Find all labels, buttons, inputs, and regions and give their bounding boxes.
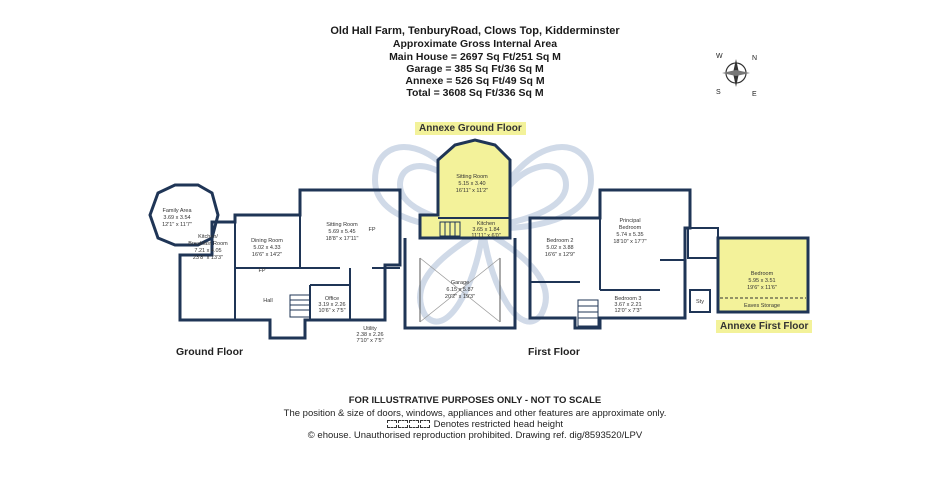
dining-dims: 5.02 x 4.33	[253, 245, 280, 251]
sitting-dims: 5.69 x 5.45	[328, 229, 355, 235]
position-note: The position & size of doors, windows, a…	[283, 408, 667, 419]
office-imperial: 10'6" x 7'5"	[318, 308, 345, 314]
garage-imperial: 20'2" x 19'3"	[445, 294, 475, 300]
compass-n: N	[752, 55, 757, 62]
family-area-dims: 3.69 x 3.54	[163, 215, 190, 221]
annexe-sitting-imperial: 16'11" x 11'2"	[456, 188, 488, 194]
kitchen-name: Kitchen/	[198, 234, 218, 240]
annexe-first-label: Annexe First Floor	[716, 320, 813, 333]
sitting-name: Sitting Room	[326, 222, 358, 228]
bedroom3-dims: 3.67 x 2.21	[614, 302, 641, 308]
bedroom3-name: Bedroom 3	[615, 296, 642, 302]
copyright: © ehouse. Unauthorised reproduction proh…	[307, 430, 643, 441]
annexe-kitchen-name: Kitchen	[477, 221, 495, 227]
first-stairs	[577, 299, 599, 327]
ground-stairs	[289, 294, 311, 318]
dashed-legend-icon	[386, 419, 431, 430]
kitchen-name2: Breakfast Room	[188, 241, 228, 247]
plan-title: Old Hall Farm, TenburyRoad, Clows Top, K…	[330, 25, 620, 37]
bedroom2-name: Bedroom 2	[547, 238, 574, 244]
area-main-house: Main House = 2697 Sq Ft/251 Sq M	[389, 51, 561, 63]
annexe-first-outline	[716, 236, 810, 314]
family-area-octagon	[148, 183, 220, 247]
fp-dining: FP	[258, 268, 265, 274]
garage-dims: 6.15 x 5.87	[446, 287, 473, 293]
bedroom2-imperial: 16'6" x 12'9"	[545, 252, 575, 258]
annexe-sitting-name: Sitting Room	[456, 174, 488, 180]
garage-name: Garage	[451, 280, 469, 286]
head-height-text: Denotes restricted head height	[433, 419, 564, 430]
utility-name: Utility	[363, 326, 377, 332]
kitchen-imperial: 23'8" x 13'3"	[193, 255, 223, 261]
sitting-imperial: 18'8" x 17'11"	[326, 236, 359, 242]
bedroom2-dims: 5.02 x 3.88	[546, 245, 573, 251]
sty-label: Sty	[696, 299, 704, 305]
annexe-bedroom-imperial: 19'6" x 11'6"	[747, 285, 777, 291]
utility-dims: 2.38 x 2.26	[356, 332, 383, 338]
compass-s: S	[716, 89, 721, 96]
principal-name2: Bedroom	[619, 225, 642, 231]
kitchen-dims: 7.21 x 4.05	[194, 248, 221, 254]
dining-imperial: 16'6" x 14'2"	[252, 252, 282, 258]
compass-e: E	[752, 91, 757, 98]
annexe-kitchen-imperial: 11'11" x 6'0"	[471, 233, 500, 239]
fp-sitting: FP	[368, 227, 375, 233]
principal-name: Principal	[619, 218, 640, 224]
annexe-ground-outline	[418, 138, 512, 240]
head-height-note: Denotes restricted head height	[0, 419, 950, 430]
office-name: Office	[325, 296, 339, 302]
area-annexe: Annexe = 526 Sq Ft/49 Sq M	[405, 75, 545, 87]
annexe-kitchen-dims: 3.65 x 1.84	[472, 227, 499, 233]
family-area-imperial: 12'1" x 11'7"	[162, 222, 192, 228]
annexe-ground-label: Annexe Ground Floor	[415, 122, 526, 135]
utility-imperial: 7'10" x 7'5"	[356, 338, 383, 344]
annexe-bedroom-name: Bedroom	[751, 271, 774, 277]
area-total: Total = 3608 Sq Ft/336 Sq M	[406, 87, 544, 99]
eaves-storage-label: Eaves Storage	[744, 303, 780, 309]
compass-w: W	[716, 53, 723, 60]
bedroom3-imperial: 12'0" x 7'3"	[614, 308, 641, 314]
ground-floor-label: Ground Floor	[176, 346, 244, 358]
annexe-bedroom-dims: 5.95 x 3.51	[748, 278, 775, 284]
area-garage: Garage = 385 Sq Ft/36 Sq M	[406, 63, 544, 75]
garage-outline	[403, 238, 517, 330]
annexe-sitting-dims: 5.15 x 3.40	[458, 181, 485, 187]
hall-name: Hall	[263, 298, 272, 304]
ground-floor-outline	[178, 188, 402, 340]
first-floor-outline	[528, 188, 692, 330]
first-floor-label: First Floor	[528, 346, 580, 358]
office-dims: 3.19 x 2.26	[318, 302, 345, 308]
disclaimer: FOR ILLUSTRATIVE PURPOSES ONLY - NOT TO …	[348, 395, 602, 406]
plan-subtitle: Approximate Gross Internal Area	[392, 38, 558, 50]
dining-name: Dining Room	[251, 238, 283, 244]
family-area-name: Family Area	[162, 208, 192, 214]
compass-icon: W N S E	[716, 53, 757, 98]
principal-dims: 5.74 x 5.35	[616, 232, 643, 238]
principal-imperial: 18'10" x 17'7"	[613, 239, 646, 245]
